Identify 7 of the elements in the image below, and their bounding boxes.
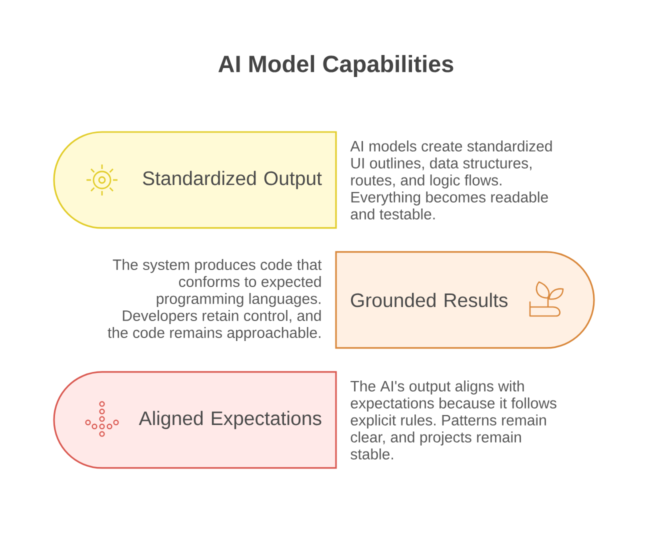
pill-box: Standardized Output [53, 131, 337, 229]
description-text: The AI's output aligns with expectations because it follows explicit rules. Patterns remain clear, and projects remain stable. [350, 380, 556, 460]
description-text: AI models create standardized UI outlines, data structures, routes, and logic flows. Everything becomes readable and testable. [350, 140, 552, 220]
description-text: The system produces code that conforms to expected programming languages. Developers retain control, and the code remains approachable. [108, 259, 322, 341]
pill-box: Grounded Results [335, 251, 595, 349]
pill-box: Aligned Expectations [53, 371, 337, 469]
title: AI Model Capabilities [218, 55, 454, 77]
